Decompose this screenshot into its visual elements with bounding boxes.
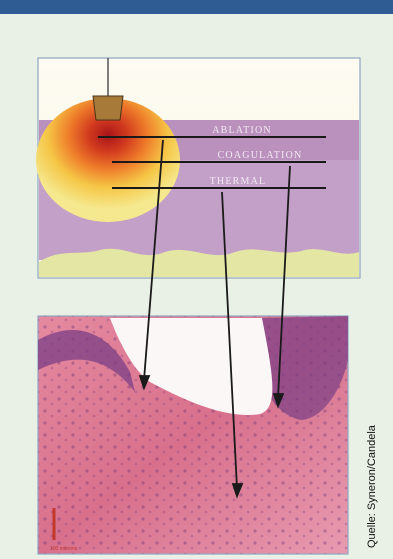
laser-handpiece-icon	[93, 96, 123, 120]
label-thermal: Thermal	[210, 176, 267, 187]
image-credit: Quelle: Syneron/Candela	[366, 425, 378, 548]
histology-panel: 100 microns	[38, 316, 348, 554]
schematic-panel: Ablation Coagulation Thermal	[36, 58, 360, 278]
label-ablation: Ablation	[212, 125, 272, 136]
label-coagulation: Coagulation	[218, 150, 303, 161]
scale-label: 100 microns	[50, 546, 78, 552]
